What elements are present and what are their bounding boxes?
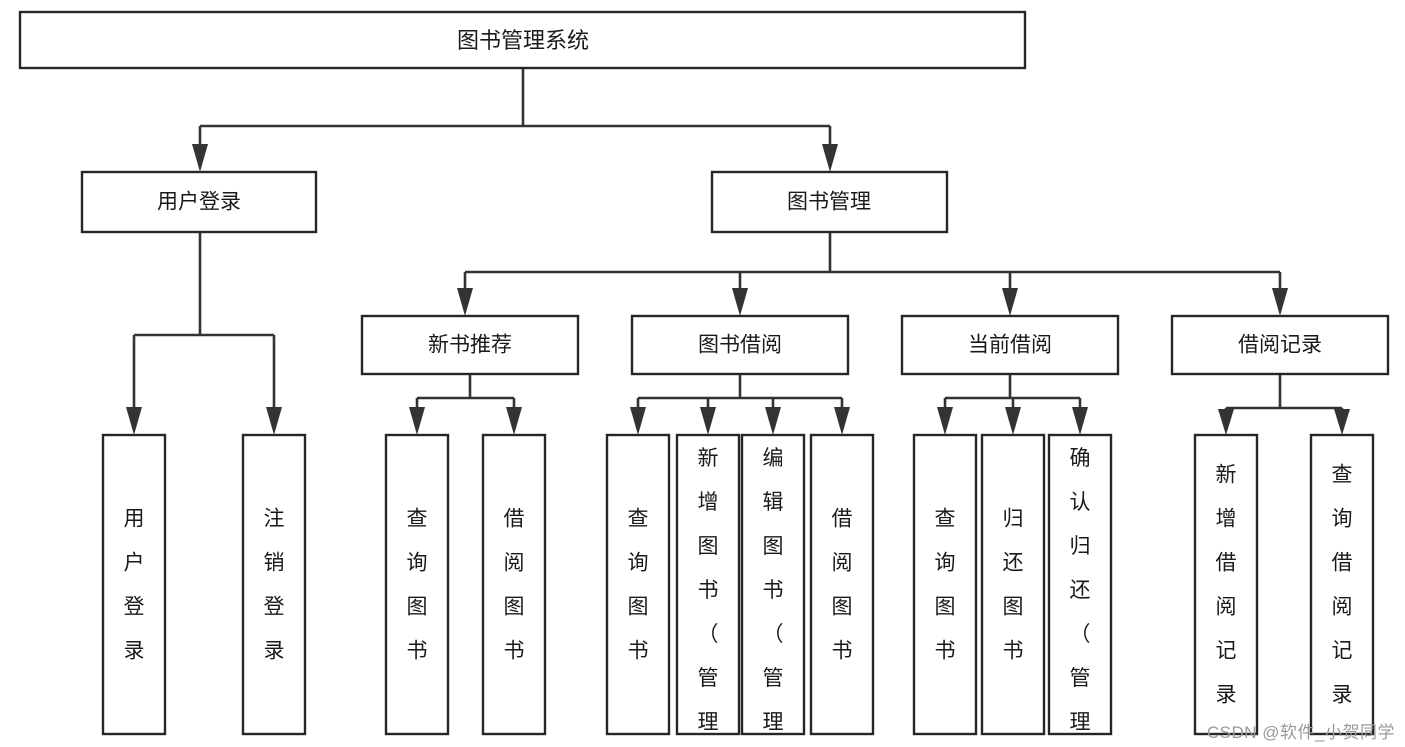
node-leaf-borrow-book-2[interactable]: 借阅图书: [809, 433, 875, 736]
arrowhead-leaf-user-login: [126, 407, 142, 435]
node-leaf-return-book-label: 归还图书: [1003, 508, 1024, 663]
node-leaf-borrow-book-1-label: 借阅图书: [504, 508, 525, 663]
node-current-borrow-label: 当前借阅: [968, 334, 1052, 357]
node-leaf-borrow-book-2-label: 借阅图书: [832, 508, 853, 663]
arrowhead-current-borrow: [1002, 288, 1018, 316]
node-leaf-query-book-3-box[interactable]: [912, 433, 978, 736]
node-borrow-record[interactable]: 借阅记录: [1170, 314, 1390, 376]
arrowhead-new-book-recommend: [457, 288, 473, 316]
arrowhead-leaf-borrow-book-2: [834, 407, 850, 435]
node-root-label: 图书管理系统: [457, 28, 589, 53]
arrowhead-leaf-query-record: [1334, 409, 1350, 435]
node-leaf-query-record-label: 查询借阅记录: [1332, 464, 1353, 707]
arrowhead-book-borrow: [732, 288, 748, 316]
node-leaf-query-record-box[interactable]: [1309, 433, 1375, 736]
node-user-login[interactable]: 用户登录: [80, 170, 318, 234]
node-root[interactable]: 图书管理系统: [18, 10, 1027, 70]
arrowhead-leaf-query-book-3: [937, 407, 953, 435]
arrowhead-leaf-user-logout: [266, 407, 282, 435]
node-borrow-record-label: 借阅记录: [1238, 334, 1322, 357]
node-leaf-query-book-2-label: 查询图书: [628, 508, 649, 663]
node-user-login-label: 用户登录: [157, 191, 241, 214]
node-leaf-query-book-3[interactable]: 查询图书: [912, 433, 978, 736]
node-leaf-user-logout-label: 注销登录: [264, 508, 285, 663]
node-leaf-user-login[interactable]: 用户登录: [101, 433, 167, 736]
node-book-manage[interactable]: 图书管理: [710, 170, 949, 234]
node-leaf-query-book-3-label: 查询图书: [935, 508, 956, 663]
node-leaf-confirm-return-box[interactable]: [1047, 433, 1113, 736]
node-current-borrow[interactable]: 当前借阅: [900, 314, 1120, 376]
node-leaf-borrow-book-1-box[interactable]: [481, 433, 547, 736]
node-leaf-add-record[interactable]: 新增借阅记录: [1193, 433, 1259, 736]
node-leaf-user-login-box[interactable]: [101, 433, 167, 736]
leaf-layer: 用户登录 注销登录 查询图书 借阅图书 查询图书 新增图书（管理员）: [101, 433, 1375, 747]
node-root-box[interactable]: [18, 10, 1027, 70]
node-leaf-confirm-return-label: 确认归还（管理员）: [1070, 447, 1091, 747]
node-leaf-query-record[interactable]: 查询借阅记录: [1309, 433, 1375, 736]
node-book-manage-label: 图书管理: [787, 191, 871, 214]
node-leaf-confirm-return[interactable]: 确认归还（管理员）: [1047, 433, 1113, 747]
arrowhead-user-login: [192, 144, 208, 172]
node-new-book-recommend-label: 新书推荐: [428, 334, 512, 357]
node-leaf-borrow-book-2-box[interactable]: [809, 433, 875, 736]
node-leaf-return-book-box[interactable]: [980, 433, 1046, 736]
node-book-borrow[interactable]: 图书借阅: [630, 314, 850, 376]
node-current-borrow-box[interactable]: [900, 314, 1120, 376]
arrowhead-leaf-borrow-book-1: [506, 407, 522, 435]
node-user-login-box[interactable]: [80, 170, 318, 234]
node-borrow-record-box[interactable]: [1170, 314, 1390, 376]
node-leaf-borrow-book-1[interactable]: 借阅图书: [481, 433, 547, 736]
node-book-borrow-box[interactable]: [630, 314, 850, 376]
arrowhead-leaf-add-book: [700, 407, 716, 435]
node-leaf-user-login-label: 用户登录: [124, 508, 145, 663]
arrowhead-leaf-return-book: [1005, 407, 1021, 435]
node-leaf-add-record-label: 新增借阅记录: [1216, 464, 1237, 707]
arrowhead-book-manage: [822, 144, 838, 172]
node-book-manage-box[interactable]: [710, 170, 949, 234]
arrowhead-leaf-query-book-1: [409, 407, 425, 435]
node-leaf-user-logout[interactable]: 注销登录: [241, 433, 307, 736]
node-leaf-add-book[interactable]: 新增图书（管理员）: [675, 433, 741, 747]
node-leaf-query-book-2[interactable]: 查询图书: [605, 433, 671, 736]
node-leaf-edit-book[interactable]: 编辑图书（管理员）: [740, 433, 806, 747]
node-book-borrow-label: 图书借阅: [698, 334, 782, 357]
connector-layer: [126, 68, 1350, 435]
node-leaf-add-book-label: 新增图书（管理员）: [698, 447, 719, 747]
node-leaf-return-book[interactable]: 归还图书: [980, 433, 1046, 736]
arrowhead-leaf-add-record: [1218, 409, 1234, 435]
node-leaf-add-record-box[interactable]: [1193, 433, 1259, 736]
arrowhead-leaf-query-book-2: [630, 407, 646, 435]
node-leaf-edit-book-box[interactable]: [740, 433, 806, 736]
node-leaf-add-book-box[interactable]: [675, 433, 741, 736]
node-leaf-edit-book-label: 编辑图书（管理员）: [763, 447, 784, 747]
node-new-book-recommend[interactable]: 新书推荐: [360, 314, 580, 376]
node-leaf-user-logout-box[interactable]: [241, 433, 307, 736]
node-leaf-query-book-1[interactable]: 查询图书: [384, 433, 450, 736]
node-new-book-recommend-box[interactable]: [360, 314, 580, 376]
arrowhead-leaf-edit-book: [765, 407, 781, 435]
csdn-watermark: CSDN @软件_小贺同学: [1206, 723, 1395, 742]
arrowhead-borrow-record: [1272, 288, 1288, 316]
node-leaf-query-book-1-box[interactable]: [384, 433, 450, 736]
arrowhead-leaf-confirm-return: [1072, 407, 1088, 435]
node-leaf-query-book-1-label: 查询图书: [407, 508, 428, 663]
node-leaf-query-book-2-box[interactable]: [605, 433, 671, 736]
